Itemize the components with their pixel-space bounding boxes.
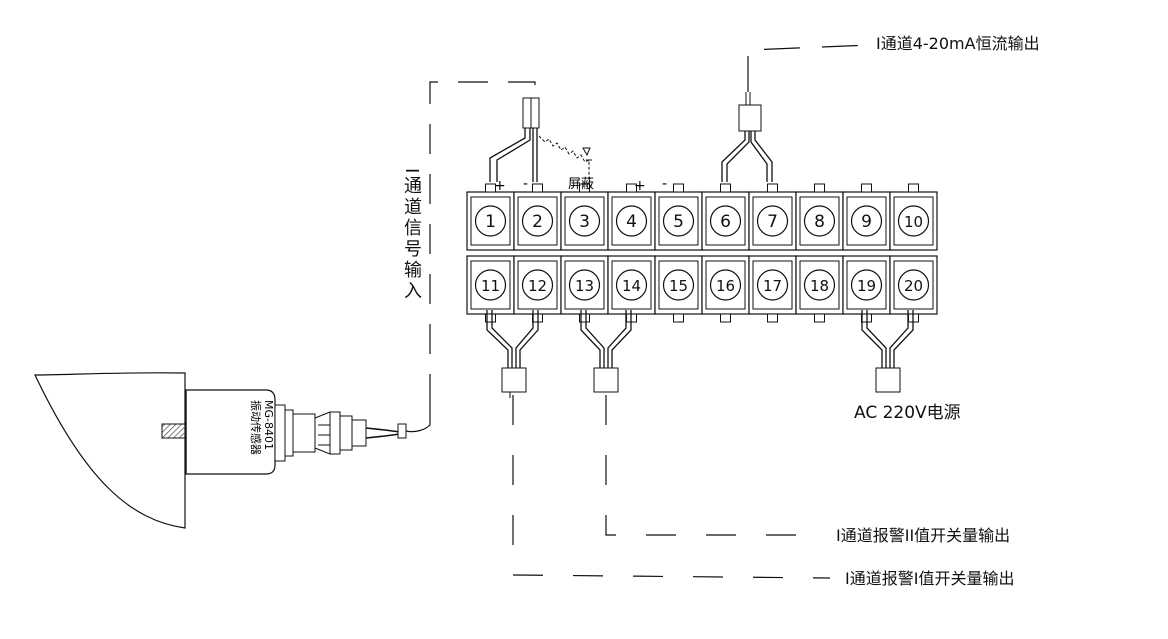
- terminal-12: 12: [513, 255, 562, 323]
- shield-label: 屏蔽: [568, 177, 594, 192]
- polarity-minus-5: -: [662, 176, 667, 192]
- alarm2-cable: [580, 310, 632, 393]
- terminal-number: 3: [579, 212, 590, 232]
- terminal-1: 1: [466, 183, 515, 251]
- alarm2-dashed-line: [605, 395, 825, 536]
- input-cable: [489, 97, 592, 182]
- terminal-number: 15: [669, 277, 688, 295]
- terminal-3: 3: [560, 183, 609, 251]
- current-output-dashed-line: [747, 44, 871, 92]
- terminal-16: 16: [701, 255, 750, 323]
- sensor-name: 振动传感器: [249, 400, 263, 455]
- terminal-11: 11: [466, 255, 515, 323]
- current-output-cable: [721, 92, 773, 182]
- terminal-4: 4: [607, 183, 656, 251]
- terminal-9: 9: [842, 183, 891, 251]
- terminal-15: 15: [654, 255, 703, 323]
- terminal-number: 12: [528, 277, 547, 295]
- terminal-number: 4: [626, 212, 637, 232]
- terminal-number: 17: [763, 277, 782, 295]
- polarity-minus-2: -: [523, 176, 528, 192]
- ch1-alarm2-output-label: I通道报警II值开关量输出: [836, 526, 1011, 545]
- ch1-alarm1-output-label: I通道报警I值开关量输出: [845, 569, 1015, 588]
- alarm1-dashed-line: [512, 395, 831, 579]
- terminal-number: 13: [575, 277, 594, 295]
- terminal-number: 20: [904, 277, 923, 295]
- terminal-number: 7: [767, 212, 778, 232]
- terminal-number: 14: [622, 277, 641, 295]
- terminal-number: 18: [810, 277, 829, 295]
- terminal-10: 10: [889, 183, 938, 251]
- polarity-plus-4: +: [634, 178, 646, 194]
- vibration-sensor: [185, 389, 431, 475]
- terminal-7: 7: [748, 183, 797, 251]
- terminal-number: 16: [716, 277, 735, 295]
- terminal-2: 2: [513, 183, 562, 251]
- terminal-number: 10: [904, 213, 923, 231]
- terminal-number: 5: [673, 212, 684, 232]
- sensor-shaft: [161, 423, 187, 439]
- ch1-current-output-label: I通道4-20mA恒流输出: [876, 34, 1040, 53]
- terminal-6: 6: [701, 183, 750, 251]
- terminal-number: 19: [857, 277, 876, 295]
- terminal-8: 8: [795, 183, 844, 251]
- terminal-number: 11: [481, 277, 500, 295]
- machine-body: [34, 372, 186, 529]
- sensor-model: MG-8401: [262, 400, 275, 450]
- terminal-number: 9: [861, 212, 872, 232]
- polarity-plus-1: +: [494, 178, 506, 194]
- terminal-number: 2: [532, 212, 543, 232]
- terminal-number: 6: [720, 212, 731, 232]
- terminal-13: 13: [560, 255, 609, 323]
- ch1-signal-input-label: I通道信号输入: [401, 168, 422, 303]
- terminal-number: 1: [485, 212, 496, 232]
- terminal-18: 18: [795, 255, 844, 323]
- terminal-5: 5: [654, 183, 703, 251]
- terminal-17: 17: [748, 255, 797, 323]
- ac-power-label: AC 220V电源: [854, 403, 961, 423]
- signal-input-dashed-line: [429, 81, 536, 404]
- alarm1-cable: [486, 310, 539, 398]
- terminal-number: 8: [814, 212, 825, 232]
- power-cable: [861, 310, 914, 393]
- terminal-19: 19: [842, 255, 891, 323]
